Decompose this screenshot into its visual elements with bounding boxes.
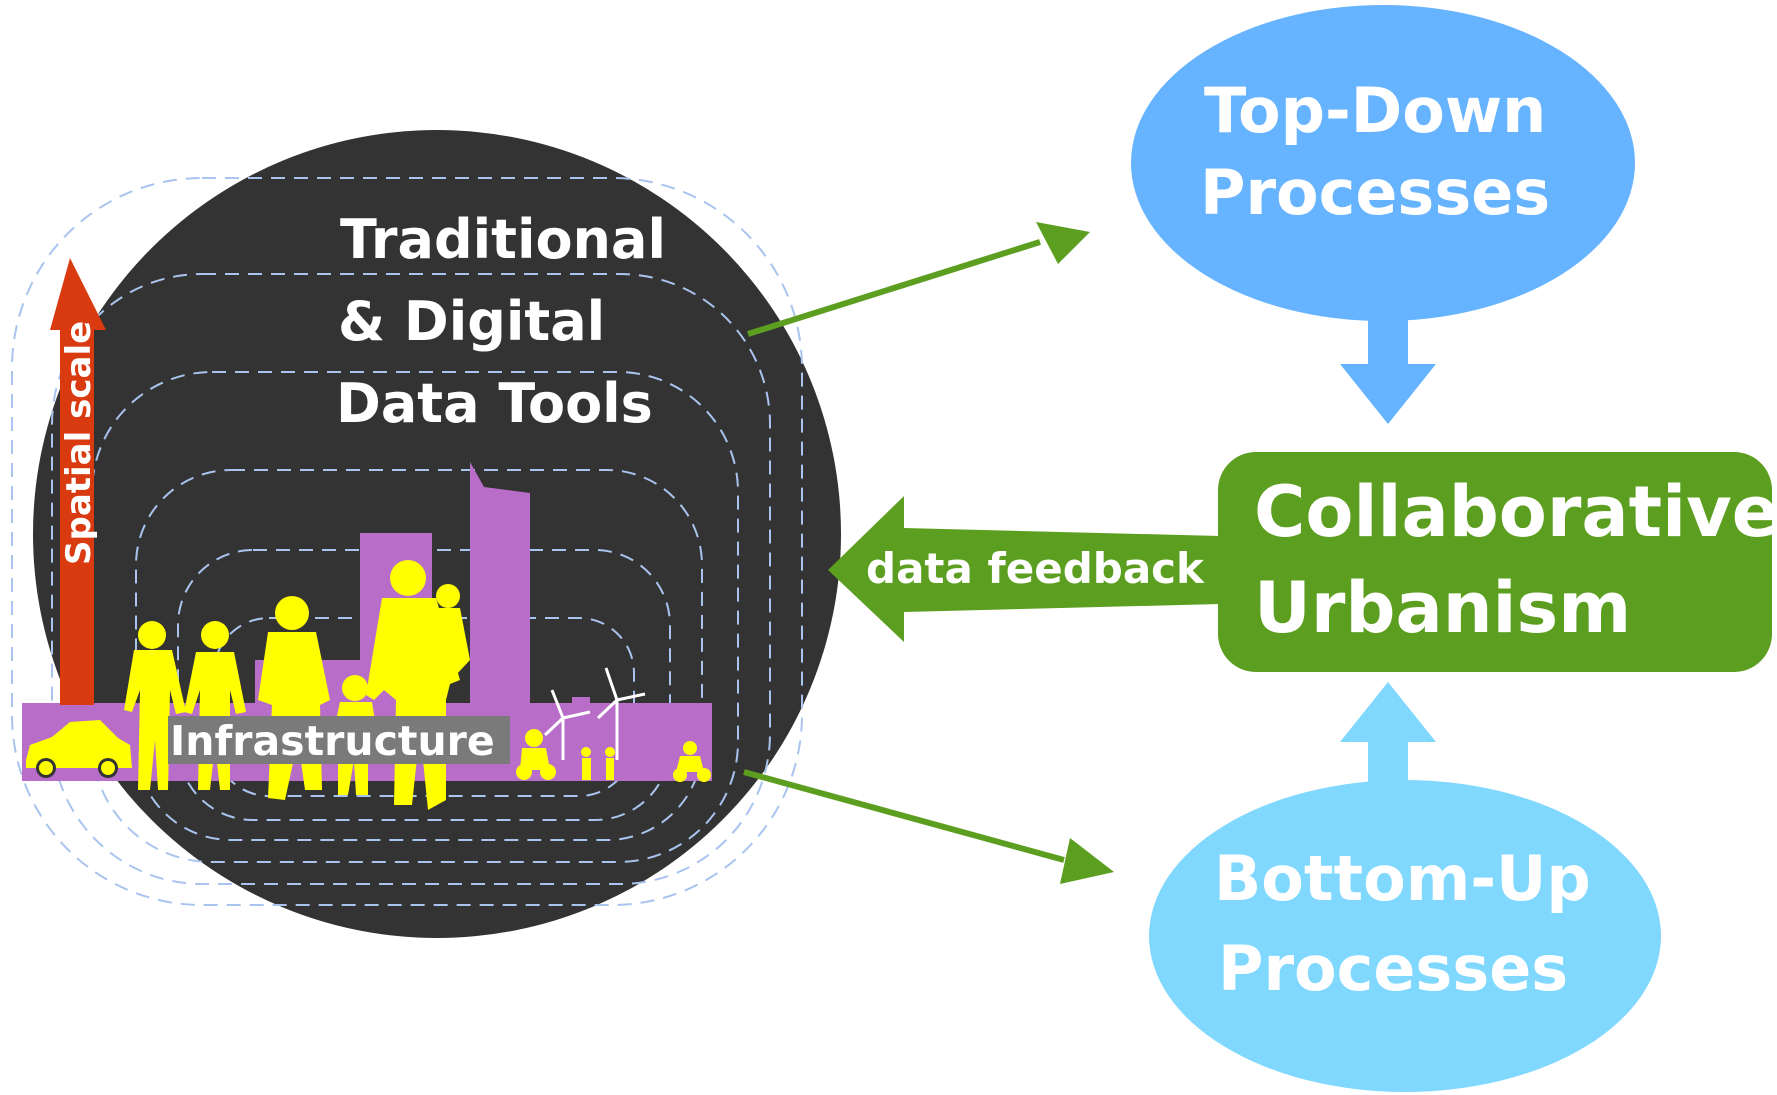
scale-ring-1: [11, 177, 803, 906]
bottom-up-ellipse: [1149, 780, 1661, 1092]
arrow-to-top-down: [747, 222, 1090, 337]
bottom-up-line-2: Processes: [1218, 932, 1568, 1005]
tools-line-2: & Digital: [338, 290, 605, 353]
tools-line-3: Data Tools: [336, 372, 653, 435]
wind-turbine-icon: [543, 667, 646, 760]
collab-line-1: Collaborative: [1254, 471, 1777, 553]
data-feedback-label: data feedback: [866, 544, 1205, 593]
infrastructure-label: Infrastructure: [170, 717, 495, 765]
top-down-line-1: Top-Down: [1204, 74, 1546, 147]
collab-box: [1218, 452, 1772, 672]
tools-line-1: Traditional: [340, 208, 666, 271]
bottom-up-line-1: Bottom-Up: [1214, 842, 1591, 915]
top-down-line-2: Processes: [1200, 156, 1550, 229]
spatial-scale-label: Spatial scale: [59, 321, 99, 565]
scale-ring-2: [51, 273, 771, 885]
arrow-top-down-to-collab: [1340, 318, 1436, 424]
data-feedback-arrow: data feedback: [828, 496, 1220, 642]
collab-line-2: Urbanism: [1254, 567, 1631, 649]
top-down-ellipse: [1131, 5, 1635, 321]
scale-ring-4: [135, 469, 703, 841]
infrastructure-label-bg: [168, 716, 510, 764]
car-icon: [26, 720, 132, 778]
spatial-scale-arrow: Spatial scale: [50, 258, 106, 705]
infrastructure-label-group: Infrastructure: [168, 716, 510, 765]
cyclist-icon: [516, 729, 556, 780]
arrow-bottom-up-to-collab: [1340, 682, 1436, 790]
arrow-to-bottom-up: [743, 769, 1114, 884]
